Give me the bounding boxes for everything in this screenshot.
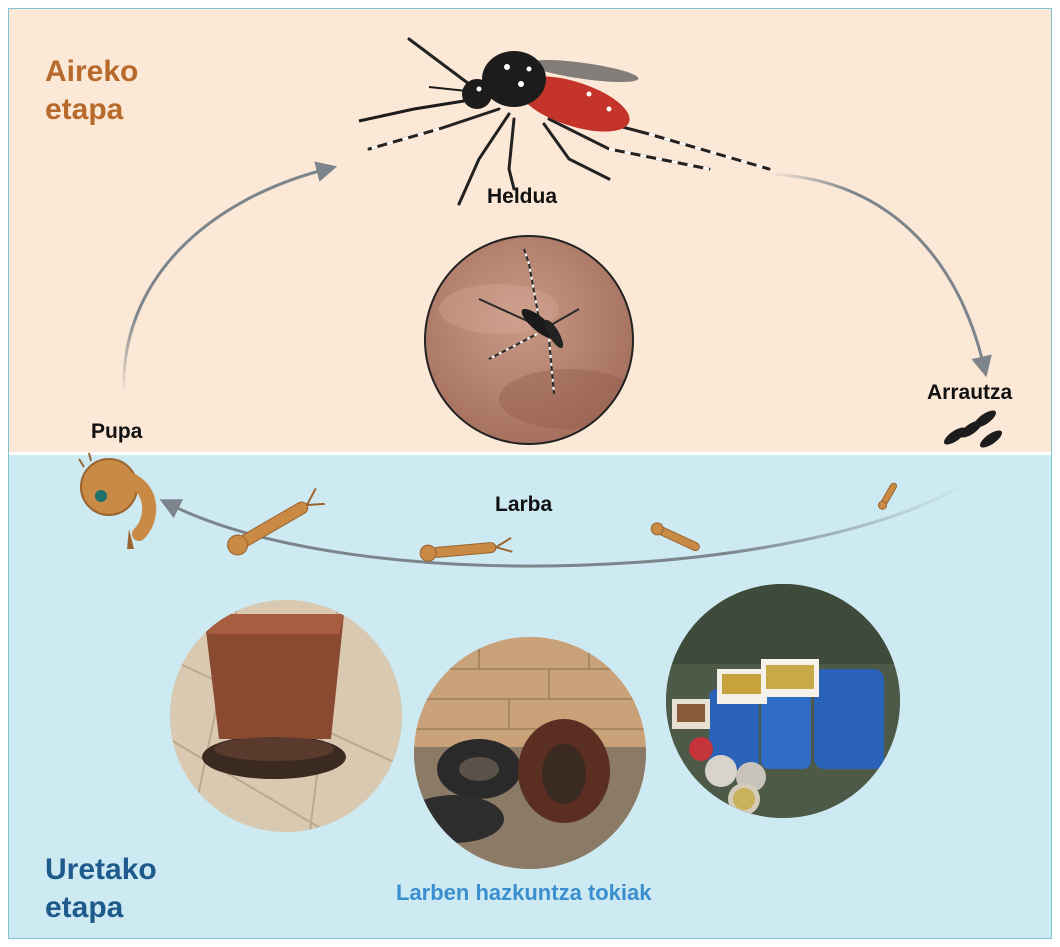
- aquatic-stage-title-text: Uretako etapa: [45, 853, 157, 924]
- arrow-adult-to-egg: [769, 174, 984, 367]
- mosquito-on-skin-photo: [425, 236, 639, 444]
- water-containers-photo: [664, 584, 904, 824]
- aerial-stage-title: Aireko etapa: [45, 53, 138, 129]
- mosquito-adult-icon: [359, 39, 769, 204]
- pupa-icon: [79, 453, 149, 549]
- arrow-larva-to-pupa: [169, 484, 964, 566]
- egg-label: Arrautza: [927, 381, 1012, 405]
- flower-pot-saucer-photo: [169, 599, 409, 839]
- old-tires-photo: [404, 637, 659, 877]
- life-cycle-artwork: [9, 9, 1051, 938]
- pupa-label: Pupa: [91, 420, 142, 444]
- diagram-frame: Aireko etapa Uretako etapa Heldua Arraut…: [8, 8, 1052, 939]
- adult-label: Heldua: [487, 185, 557, 209]
- larva-label: Larba: [495, 493, 552, 517]
- aerial-stage-title-text: Aireko etapa: [45, 55, 138, 126]
- arrow-pupa-to-adult: [124, 169, 327, 394]
- breeding-sites-label: Larben hazkuntza tokiak: [396, 880, 652, 906]
- egg-cluster-icon: [941, 407, 1004, 450]
- aquatic-stage-title: Uretako etapa: [45, 851, 157, 927]
